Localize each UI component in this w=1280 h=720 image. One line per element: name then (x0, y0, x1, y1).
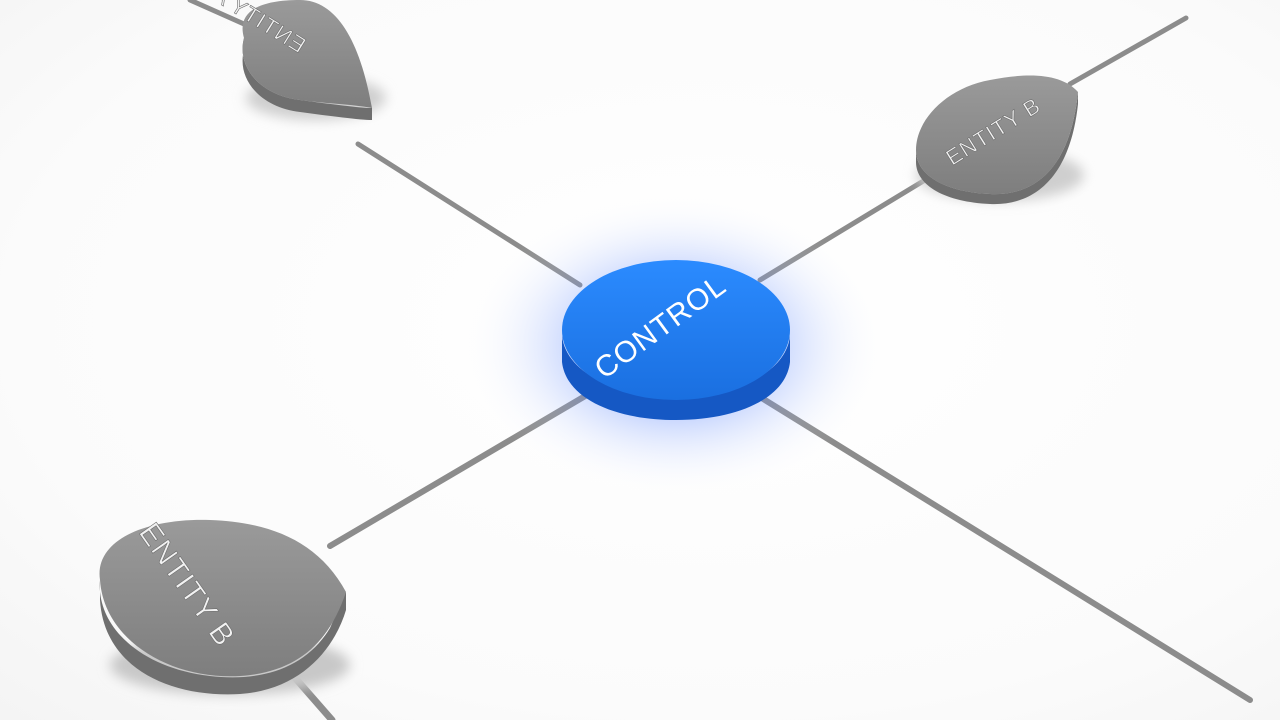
entity-a-body-top (242, 0, 372, 108)
connector-top-left (187, 0, 247, 27)
entity-b-left-body-side (99, 580, 346, 695)
control-body-side (562, 336, 790, 420)
node-control[interactable]: CONTROL (562, 260, 790, 420)
node-entity-b-left[interactable]: ENTITY B (99, 517, 346, 695)
entity-b-right-body-top (916, 75, 1078, 195)
connector-top-right (1067, 15, 1189, 87)
entity-b-left-body-top (99, 519, 346, 677)
connector-control-to-bottom-right (749, 389, 1253, 703)
node-entity-b-right[interactable]: ENTITY B (916, 75, 1078, 205)
control-body-top (562, 260, 790, 400)
entity-a-body-side (242, 38, 372, 120)
